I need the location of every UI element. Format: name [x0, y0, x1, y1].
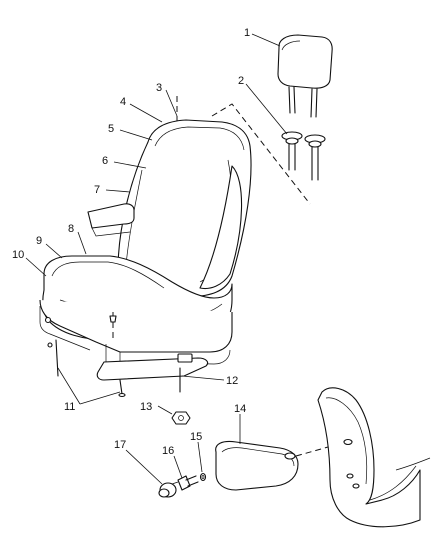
- seat-back: [117, 119, 252, 298]
- callout-labels: 1 2 3 4 5 6 7 8 9 10 11 12 13 14 15 16 1…: [12, 27, 250, 457]
- callout-10: 10: [12, 249, 24, 261]
- callout-15: 15: [190, 431, 202, 443]
- headrest-install-line: [211, 103, 311, 205]
- washer: [199, 472, 207, 482]
- callout-13: 13: [140, 401, 152, 413]
- callout-6: 6: [102, 155, 108, 167]
- seatback-side-panel: [317, 387, 431, 528]
- callout-12: 12: [226, 375, 238, 387]
- callout-11: 11: [64, 401, 75, 413]
- callout-14: 14: [234, 403, 246, 415]
- callout-8: 8: [68, 223, 74, 235]
- callout-4: 4: [120, 96, 126, 108]
- callout-17: 17: [114, 439, 126, 451]
- callout-9: 9: [36, 235, 42, 247]
- callout-7: 7: [94, 184, 100, 196]
- callout-1: 1: [244, 27, 250, 39]
- seat-cushion: [39, 255, 233, 398]
- headrest: [277, 34, 333, 118]
- bolt: [177, 475, 199, 491]
- callout-2: 2: [238, 75, 244, 87]
- armrest: [215, 440, 299, 491]
- nut: [171, 411, 191, 425]
- headrest-guides: [281, 131, 326, 181]
- recline-lever: [87, 203, 135, 237]
- leader-lines: [25, 33, 288, 485]
- knob: [158, 481, 179, 498]
- callout-16: 16: [162, 445, 174, 457]
- cushion-screw: [109, 312, 117, 340]
- callout-5: 5: [108, 123, 114, 135]
- callout-3: 3: [156, 82, 162, 94]
